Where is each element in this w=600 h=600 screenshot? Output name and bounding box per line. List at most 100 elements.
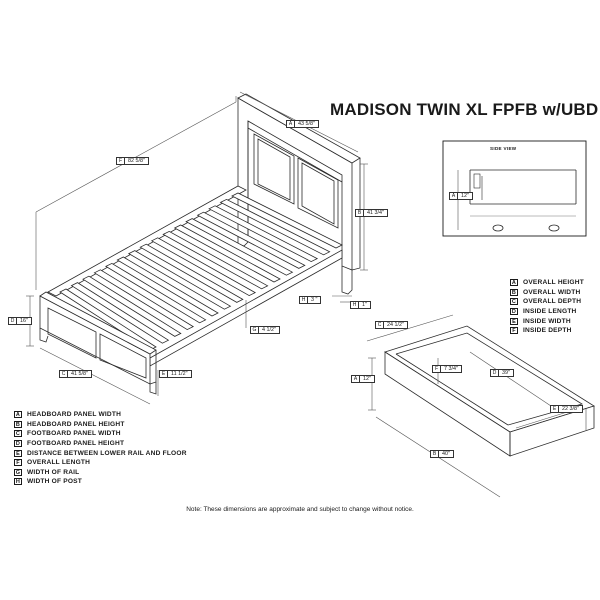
legend-item: B HEADBOARD PANEL HEIGHT: [14, 420, 187, 430]
legend-key: B: [14, 420, 22, 428]
legend-key: G: [14, 468, 22, 476]
legend-key: D: [14, 440, 22, 448]
callout-footboard-height: D 16": [8, 317, 32, 325]
legend-item: C OVERALL DEPTH: [510, 297, 584, 307]
callout-key: F: [433, 366, 441, 372]
legend-label: INSIDE LENGTH: [523, 308, 577, 316]
slat: [139, 243, 244, 303]
legend-item: F OVERALL LENGTH: [14, 458, 187, 468]
slat: [82, 275, 182, 337]
callout-value: 82 5/8": [128, 157, 145, 164]
slat: [231, 192, 343, 249]
callout-value: 12": [363, 375, 371, 382]
legend-key: C: [14, 430, 22, 438]
slat: [185, 218, 294, 276]
side-view-title: SIDE VIEW: [490, 146, 517, 151]
callout-key: B: [356, 210, 364, 216]
legend-item: E DISTANCE BETWEEN LOWER RAIL AND FLOOR: [14, 448, 187, 458]
legend-item: D FOOTBOARD PANEL HEIGHT: [14, 439, 187, 449]
callout-drawer-inside-width: E 22 3/8": [550, 405, 583, 413]
callout-drawer-depth: C 24 1/2": [375, 321, 408, 329]
callout-value: 1": [362, 301, 367, 308]
legend-label: OVERALL LENGTH: [27, 459, 91, 467]
callout-key: F: [117, 158, 125, 164]
legend-label: INSIDE WIDTH: [523, 317, 571, 325]
callout-key: A: [287, 121, 295, 127]
callout-rail-floor-distance: E 11 1/2": [159, 370, 192, 378]
callout-side-height: A 12": [449, 192, 473, 200]
callout-key: D: [9, 318, 17, 324]
slat: [173, 224, 281, 283]
legend-label: OVERALL DEPTH: [523, 298, 582, 306]
callout-key: E: [551, 406, 559, 412]
callout-overall-length: F 82 5/8": [116, 157, 149, 165]
callout-value: 16": [20, 317, 28, 324]
slat: [219, 198, 331, 256]
legend-label: HEADBOARD PANEL WIDTH: [27, 411, 122, 419]
legend-label: OVERALL HEIGHT: [523, 279, 584, 287]
callout-drawer-height: A 12": [351, 375, 375, 383]
callout-key: H: [351, 302, 359, 308]
callout-footboard-width: C 41 5/8": [59, 370, 92, 378]
callout-rail-width: G 4 1/2": [250, 326, 280, 334]
legend-label: HEADBOARD PANEL HEIGHT: [27, 420, 125, 428]
headboard: [237, 93, 361, 295]
callout-value: 11 1/2": [171, 370, 188, 377]
callout-key: H: [300, 297, 308, 303]
side-view: [442, 140, 587, 237]
callout-headboard-height: B 41 3/4": [355, 209, 388, 217]
slat: [150, 237, 257, 297]
callout-drawer-inside-depth: F 7 3/4": [432, 365, 462, 373]
callout-key: A: [352, 376, 360, 382]
legend-item: D INSIDE LENGTH: [510, 307, 584, 317]
page-title: MADISON TWIN XL FPFB w/UBD: [330, 100, 599, 119]
legend-key: F: [14, 459, 22, 467]
callout-key: C: [376, 322, 384, 328]
legend-key: C: [510, 298, 518, 306]
callout-value: 3 ": [311, 296, 318, 303]
legend-key: A: [14, 411, 22, 419]
legend-key: D: [510, 308, 518, 316]
legend-label: OVERALL WIDTH: [523, 288, 581, 296]
slat: [196, 211, 306, 269]
callout-key: D: [491, 370, 499, 376]
callout-key: C: [60, 371, 68, 377]
slat: [105, 262, 207, 324]
callout-value: 39": [502, 369, 510, 376]
legend-key: F: [510, 327, 518, 335]
legend-label: FOOTBOARD PANEL HEIGHT: [27, 440, 125, 448]
disclaimer-note: Note: These dimensions are approximate a…: [186, 506, 414, 513]
legend-key: H: [14, 478, 22, 486]
legend-label: WIDTH OF POST: [27, 478, 82, 486]
legend-item: E INSIDE WIDTH: [510, 316, 584, 326]
legend-label: DISTANCE BETWEEN LOWER RAIL AND FLOOR: [27, 449, 187, 457]
callout-key: A: [450, 193, 458, 199]
slat: [208, 205, 319, 263]
callout-key: B: [431, 451, 439, 457]
callout-drawer-width: B 40": [430, 450, 454, 458]
callout-key: G: [251, 327, 259, 333]
slat: [162, 230, 269, 290]
slat: [127, 250, 232, 310]
callout-post-width: H 3 ": [299, 296, 322, 304]
callout-value: 4 1/2": [262, 326, 276, 333]
legend-item: F INSIDE DEPTH: [510, 326, 584, 336]
callout-value: 22 3/8": [562, 405, 579, 412]
legend-label: INSIDE DEPTH: [523, 327, 572, 335]
slat: [116, 256, 219, 317]
legend-key: E: [510, 317, 518, 325]
legend-key: E: [14, 449, 22, 457]
callout-value: 41 5/8": [71, 370, 88, 377]
callout-drawer-inside-length: D 39": [490, 369, 514, 377]
callout-headboard-width: A 43 5/8": [286, 120, 319, 128]
callout-value: 41 3/4": [367, 209, 384, 216]
callout-value: 7 3/4": [444, 365, 458, 372]
callout-value: 24 1/2": [387, 321, 404, 328]
